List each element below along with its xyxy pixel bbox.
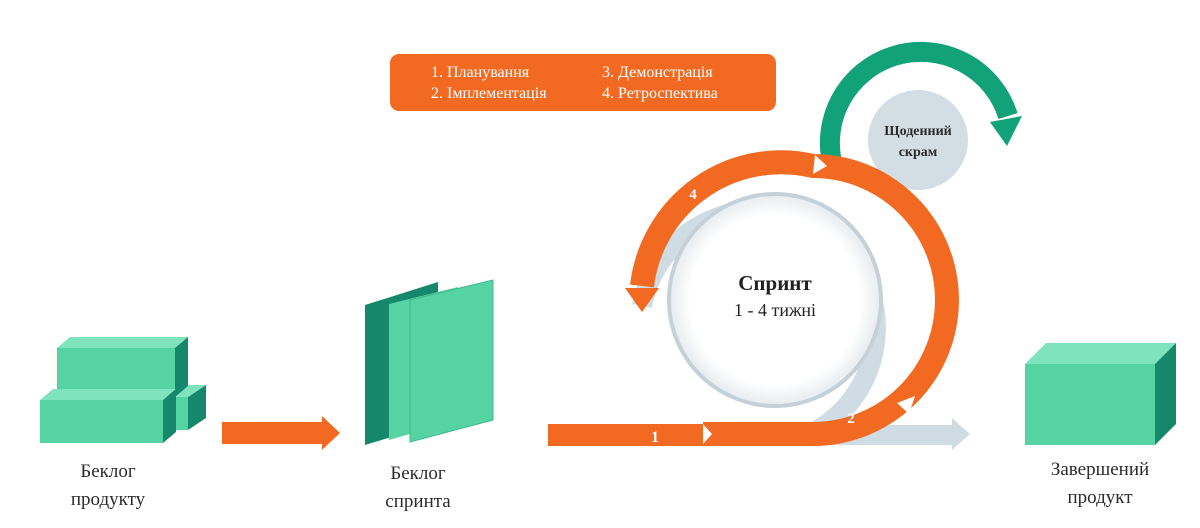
sprint-backlog-icon xyxy=(365,279,494,445)
product-backlog-caption-line2: продукту xyxy=(70,489,146,510)
finished-product-caption-line1: Завершений xyxy=(1050,459,1150,480)
daily-scrum-circle xyxy=(868,90,968,190)
phase-number-4: 4 xyxy=(689,187,697,203)
daily-scrum-arrowhead xyxy=(990,116,1022,146)
sprint-title: Спринт xyxy=(738,271,812,295)
phase-number-1: 1 xyxy=(651,429,659,446)
phase-number-2: 2 xyxy=(847,411,855,427)
legend-step-review: 3. Демонстрація xyxy=(602,64,713,81)
sprint-phases-legend: 1. Планування 2. Імплементація 3. Демонс… xyxy=(390,54,776,111)
product-backlog-caption-line1: Беклог xyxy=(80,461,136,482)
phase-number-3: 3 xyxy=(902,233,910,249)
sprint-orange-loop xyxy=(630,150,959,446)
backlog-transfer-arrow xyxy=(222,416,340,450)
sprint-inner-circle xyxy=(667,192,883,408)
finished-product-icon xyxy=(1025,343,1176,445)
sprint-backlog-caption-line1: Беклог xyxy=(390,463,446,484)
sprint-orange-arrowhead xyxy=(625,288,659,312)
legend-step-retrospective: 4. Ретроспектива xyxy=(602,85,718,102)
daily-scrum-label-line2: скрам xyxy=(899,145,938,160)
legend-step-implementation: 2. Імплементація xyxy=(431,85,547,102)
phase-divider xyxy=(703,424,712,444)
sprint-backlog-caption: Беклог спринта xyxy=(358,460,478,516)
sprint-backlog-caption-line2: спринта xyxy=(385,491,451,512)
planning-arrow xyxy=(548,424,703,446)
product-backlog-caption: Беклог продукту xyxy=(48,458,168,514)
sprint-duration: 1 - 4 тижні xyxy=(734,300,816,320)
finished-product-caption: Завершений продукт xyxy=(1030,456,1170,512)
phase-divider xyxy=(907,340,925,358)
phase-divider xyxy=(897,396,915,414)
legend-step-planning: 1. Планування xyxy=(431,64,530,81)
product-backlog-icon xyxy=(40,337,206,443)
daily-scrum-label-line1: Щоденний xyxy=(884,124,952,139)
phase-divider xyxy=(813,155,827,174)
finished-product-caption-line2: продукт xyxy=(1067,487,1133,508)
daily-scrum-loop-arrow xyxy=(819,41,1018,173)
